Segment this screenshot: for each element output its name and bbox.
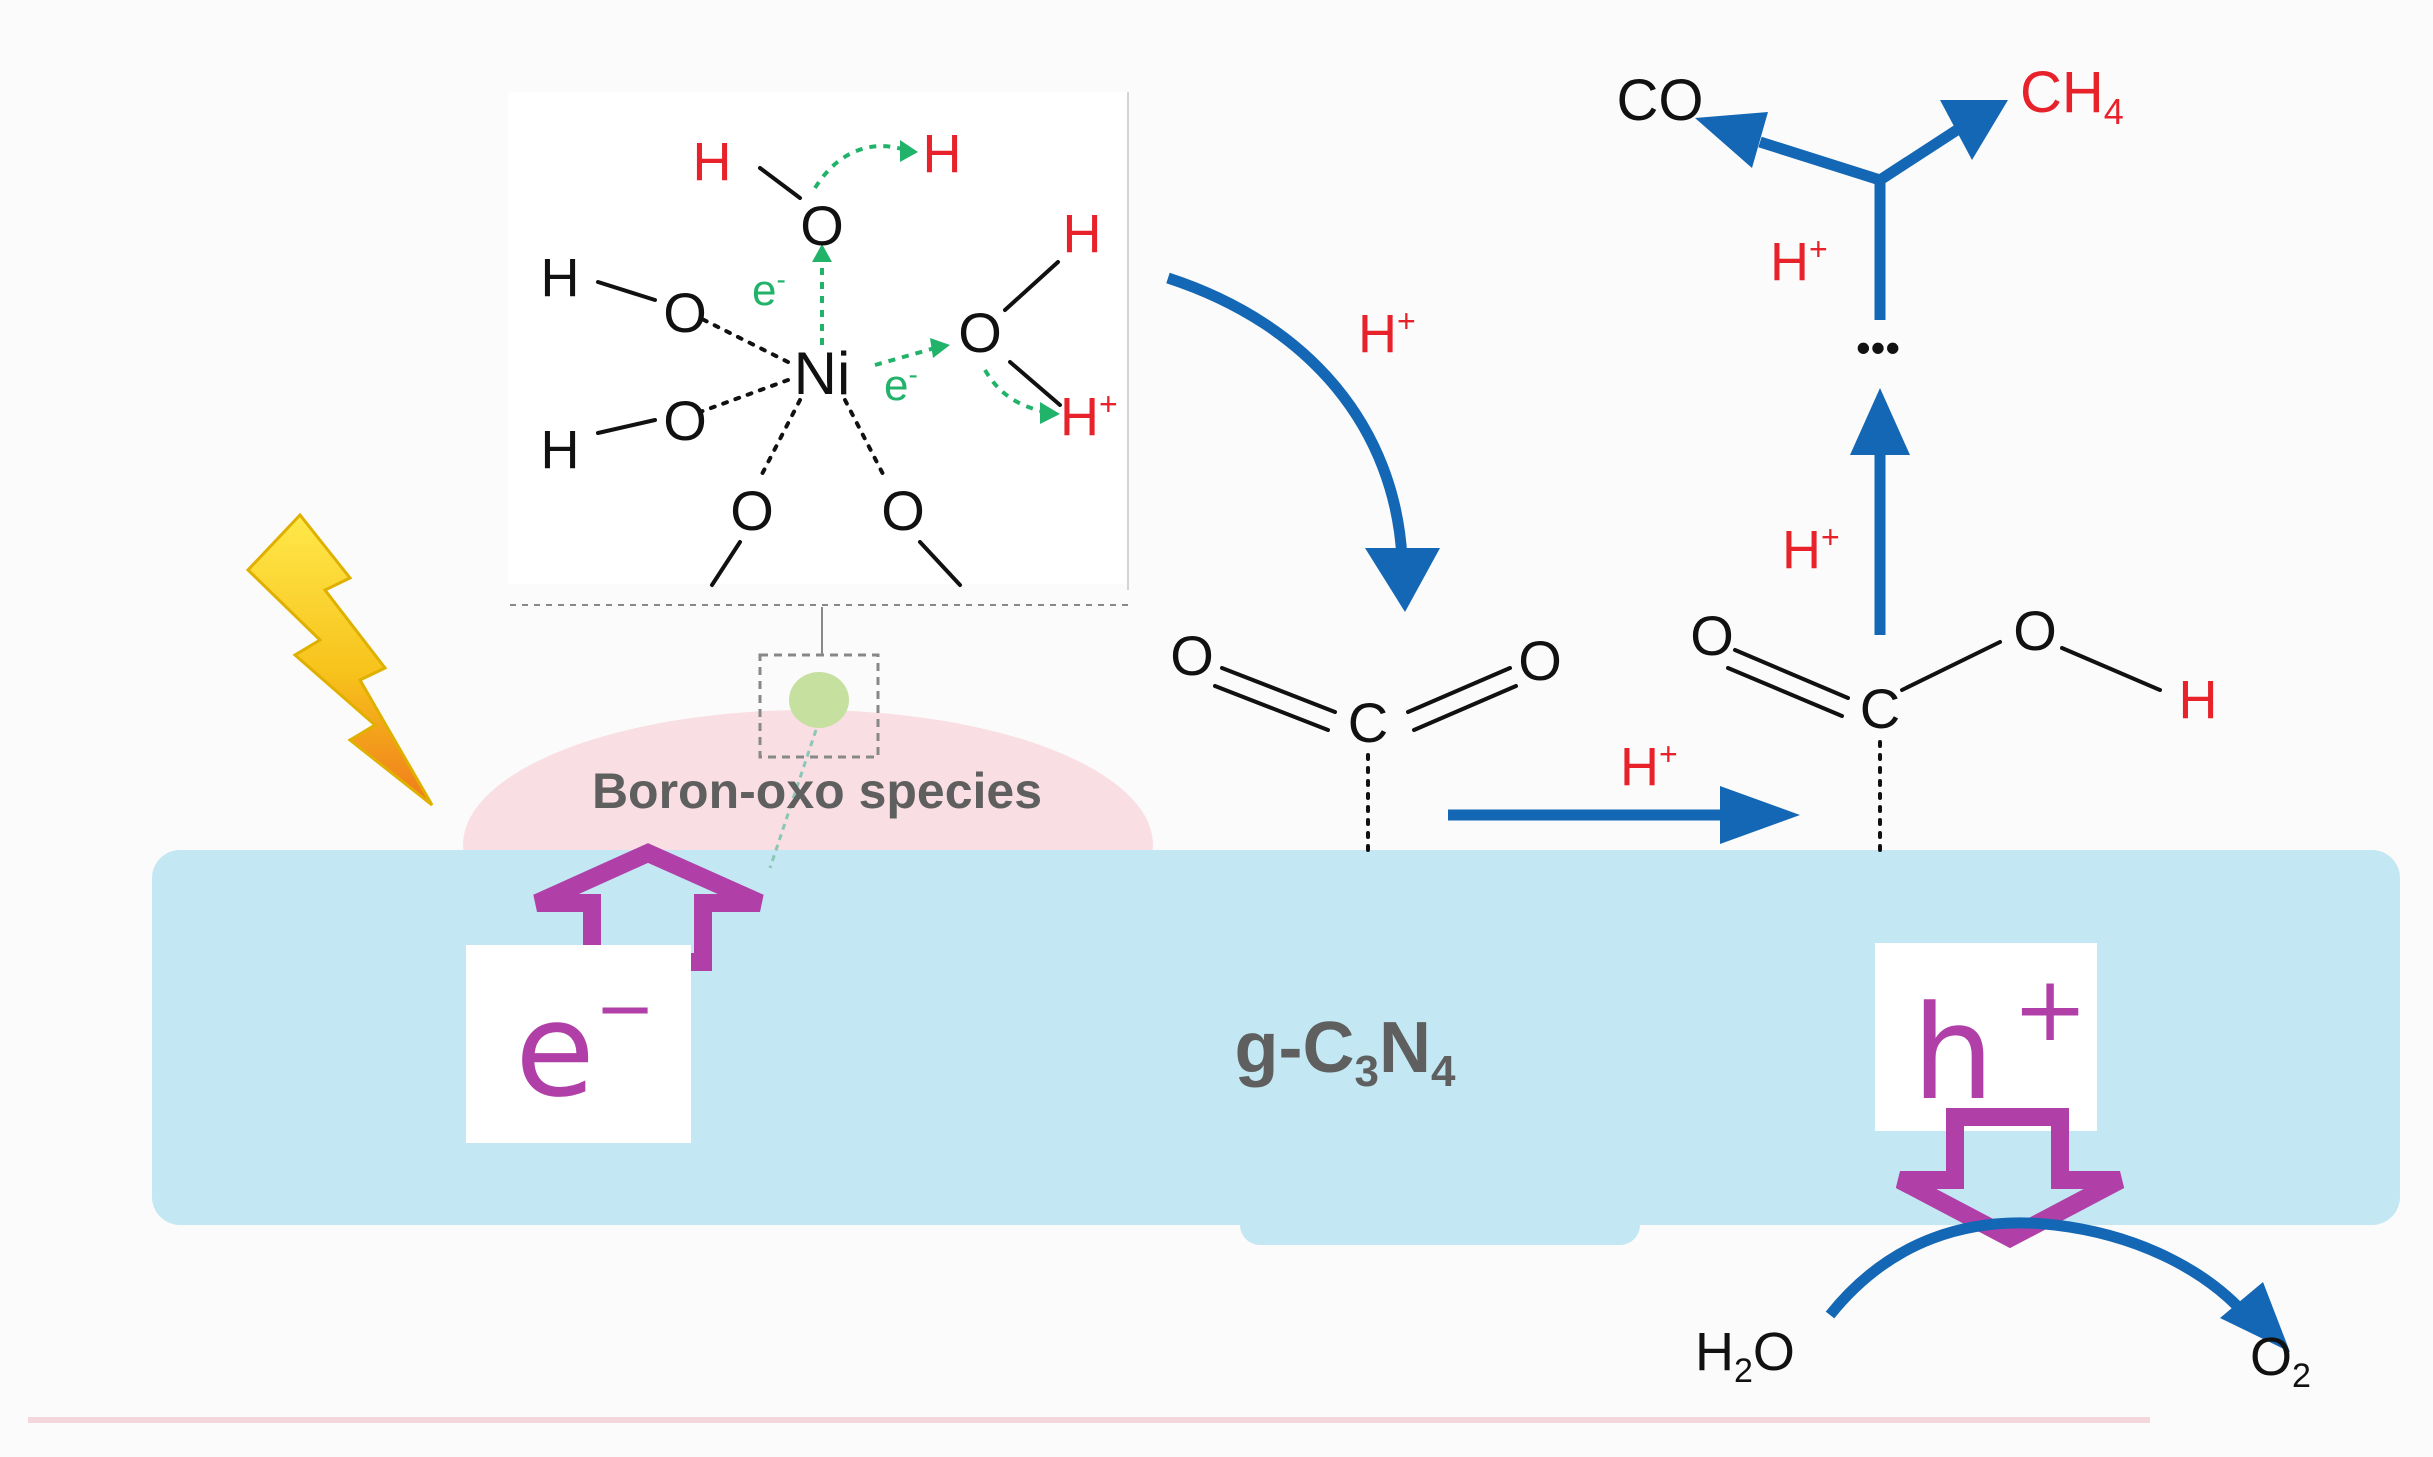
oxygen-product-label: O2 (2250, 1327, 2311, 1395)
svg-text:O: O (1170, 624, 1214, 687)
boron-site-zoom-box (758, 653, 880, 759)
proton-label: H+ (1782, 519, 1840, 580)
svg-text:O: O (1518, 629, 1562, 692)
oxygen-atom: O (730, 479, 774, 542)
cooh-intermediate: O C O H (1690, 599, 2218, 854)
product-ch4: CH4 (2020, 60, 2124, 132)
proton-label: H+ (1770, 231, 1828, 292)
electron-label-box (466, 945, 691, 1143)
hole-carrier-label: h+ (1912, 957, 2088, 1129)
hydrogen-atom: H (1063, 204, 1102, 264)
support-lower-bulge (1240, 1190, 1640, 1245)
boron-oxo-label: Boron-oxo species (592, 763, 1042, 819)
lightning-bolt-icon (245, 512, 434, 807)
ellipsis-intermediates: ••• (1856, 324, 1900, 371)
g-c3n4-label: g-C3N4 (1235, 1008, 1456, 1096)
electron-label: e- (752, 264, 786, 315)
hole-label-box (1875, 943, 2097, 1131)
water-oxidation-arrow (1825, 1217, 2255, 1324)
proton-label: H+ (1358, 303, 1416, 364)
curved-arrow-to-co2 (1166, 272, 1408, 559)
ni-atom: Ni (794, 340, 851, 407)
oxygen-atom: O (663, 389, 707, 452)
hydrogen-atom: H (541, 420, 580, 480)
oxygen-atom: O (663, 281, 707, 344)
proton-label: H+ (1060, 386, 1118, 447)
svg-text:H: H (2179, 670, 2218, 730)
electron-carrier-label: e− (515, 966, 655, 1126)
oxygen-atom: O (958, 301, 1002, 364)
oxygen-atom: O (881, 479, 925, 542)
ni-complex-inset: Ni O O O O O O H H H H H H+ e- e- (508, 92, 1130, 869)
product-co: CO (1617, 68, 1704, 133)
electron-up-arrow (533, 843, 764, 971)
hole-down-arrow (1895, 1108, 2125, 1249)
svg-text:C: C (1348, 691, 1388, 754)
electron-label: e- (884, 359, 918, 410)
co2-molecule: O C O (1170, 624, 1562, 854)
svg-text:C: C (1860, 677, 1900, 740)
svg-text:O: O (1690, 604, 1734, 667)
proton-label: H+ (1620, 736, 1678, 797)
water-label: H2O (1695, 1322, 1795, 1390)
boron-site-dot (789, 672, 849, 728)
hydrogen-atom: H (923, 124, 962, 184)
hydrogen-atom: H (693, 132, 732, 192)
hydrogen-atom: H (541, 248, 580, 308)
branch-arrow-products (1695, 100, 2008, 320)
g-c3n4-support (152, 850, 2400, 1225)
oxygen-atom: O (800, 194, 844, 257)
svg-text:O: O (2013, 599, 2057, 662)
